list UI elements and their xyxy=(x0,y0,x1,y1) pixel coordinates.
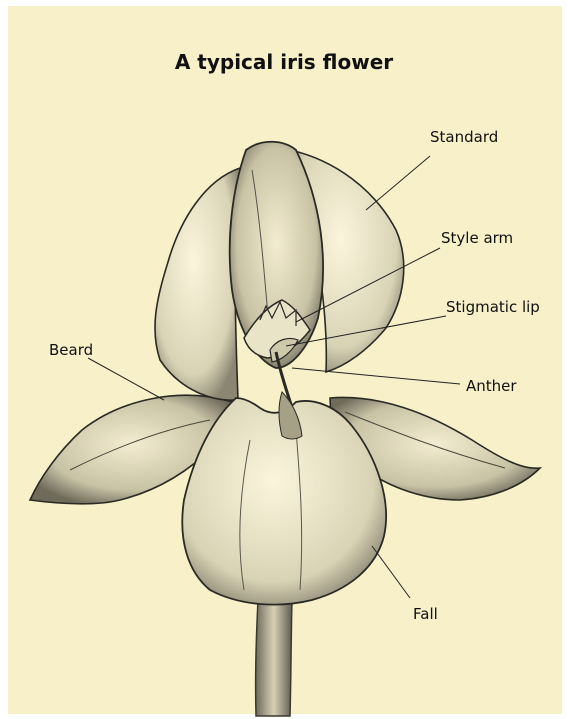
label-beard: Beard xyxy=(49,341,93,359)
label-stigmatic-lip: Stigmatic lip xyxy=(446,298,540,316)
diagram-title: A typical iris flower xyxy=(0,50,568,74)
label-standard: Standard xyxy=(430,128,498,146)
left-standard-petal xyxy=(155,168,240,400)
standard-leader-line xyxy=(366,156,430,210)
beard-leader-line xyxy=(88,358,164,400)
label-style-arm: Style arm xyxy=(441,229,513,247)
stem xyxy=(256,600,292,716)
anther-leader-line xyxy=(292,368,460,384)
label-fall: Fall xyxy=(413,605,438,623)
label-anther: Anther xyxy=(466,377,517,395)
fall-leader-line xyxy=(372,546,410,598)
